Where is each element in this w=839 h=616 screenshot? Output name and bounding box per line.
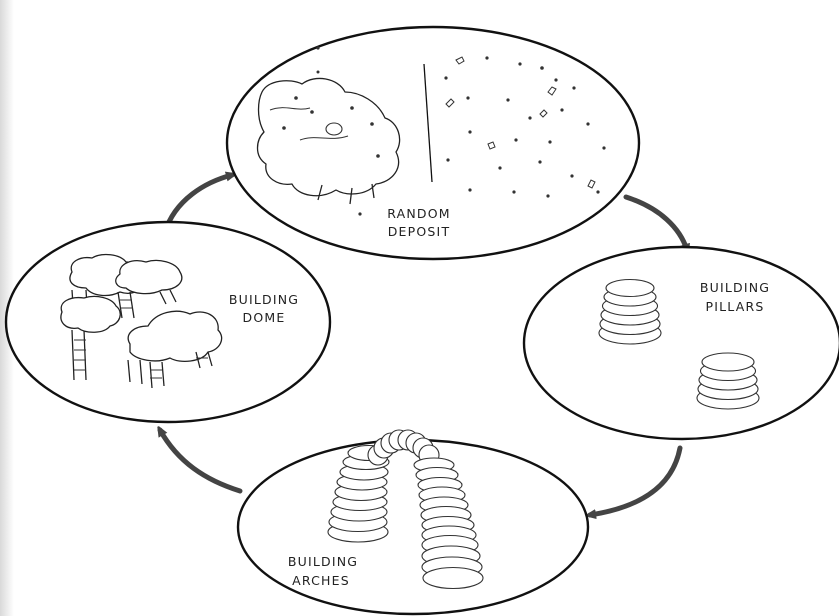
stage-building-dome: BUILDING DOME bbox=[6, 222, 330, 422]
building-pillars-label-2: PILLARS bbox=[705, 299, 764, 314]
stage-building-arches: BUILDING ARCHES bbox=[238, 430, 588, 614]
building-dome-label-line2: DOME bbox=[243, 310, 286, 325]
building-dome-label: BUILDING bbox=[229, 292, 299, 307]
building-pillars-label-line1: BUILDING bbox=[700, 280, 770, 295]
pillar-icon-1 bbox=[599, 280, 661, 345]
building-pillars-label: BUILDING bbox=[700, 280, 770, 295]
building-arches-label-line1: BUILDING bbox=[288, 554, 358, 569]
building-arches-label-line2: ARCHES bbox=[292, 573, 350, 588]
arrow-deposit-to-pillars bbox=[626, 197, 687, 250]
arrow-arches-to-dome bbox=[160, 430, 240, 491]
stage-random-deposit: RANDOM DEPOSIT bbox=[227, 27, 639, 259]
random-deposit-label-line1: RANDOM bbox=[387, 206, 451, 221]
building-pillars-ellipse bbox=[524, 247, 839, 439]
building-pillars-label-line2: PILLARS bbox=[705, 299, 764, 314]
building-dome-label-line1: BUILDING bbox=[229, 292, 299, 307]
building-dome-label-2: DOME bbox=[243, 310, 286, 325]
building-arches-label: BUILDING bbox=[288, 554, 358, 569]
random-deposit-label-2: DEPOSIT bbox=[388, 224, 451, 239]
building-arches-label-2: ARCHES bbox=[292, 573, 350, 588]
building-arches-ellipse bbox=[238, 440, 588, 614]
random-deposit-label-line2: DEPOSIT bbox=[388, 224, 451, 239]
pillar-icon-2 bbox=[697, 353, 759, 409]
arrow-pillars-to-arches bbox=[590, 448, 680, 515]
random-deposit-label: RANDOM bbox=[387, 206, 451, 221]
stage-building-pillars: BUILDING PILLARS bbox=[524, 247, 839, 439]
